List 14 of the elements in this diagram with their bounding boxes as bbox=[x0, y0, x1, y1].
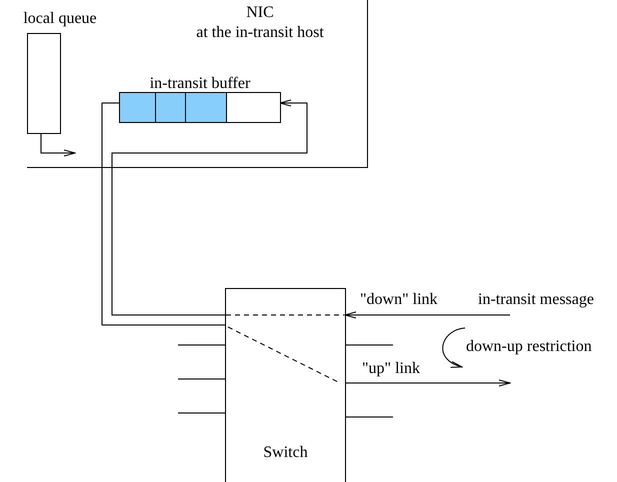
arrow bbox=[40, 132, 76, 156]
switch-label: Switch bbox=[263, 444, 308, 461]
restriction-label: down-up restriction bbox=[466, 338, 592, 356]
message-label: in-transit message bbox=[478, 291, 594, 308]
region-subtitle: at the in-transit host bbox=[196, 24, 324, 41]
arrow bbox=[344, 312, 510, 318]
region-title: NIC bbox=[246, 4, 274, 21]
arrow bbox=[112, 100, 308, 316]
connector-line bbox=[102, 102, 226, 326]
edge-label: "up" link bbox=[362, 360, 420, 378]
arrow bbox=[344, 380, 510, 386]
switch-box bbox=[225, 288, 346, 482]
queue-label: local queue bbox=[23, 10, 97, 27]
buffer-label: in-transit buffer bbox=[150, 75, 250, 92]
